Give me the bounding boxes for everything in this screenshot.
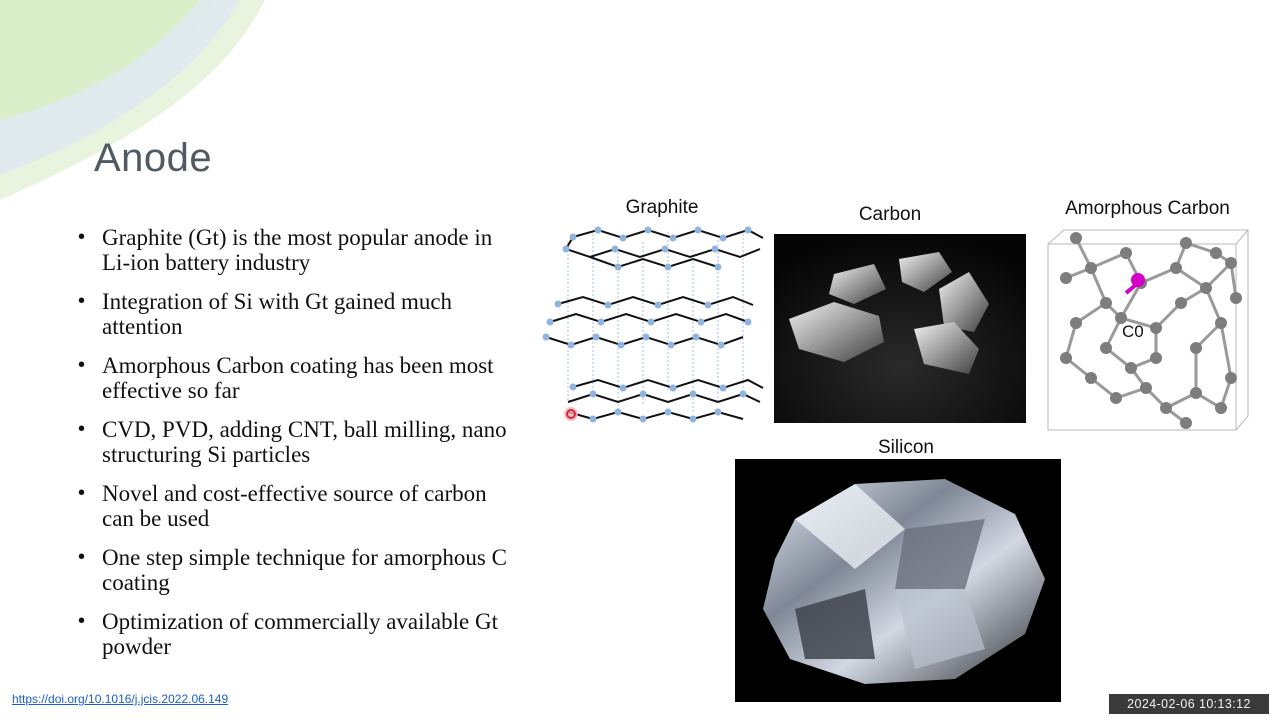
carbon-caption: Carbon: [858, 204, 922, 225]
bullet-item: One step simple technique for amorphous …: [70, 545, 510, 595]
carbon-photo: [774, 234, 1026, 423]
doi-reference-link[interactable]: https://doi.org/10.1016/j.jcis.2022.06.1…: [12, 692, 229, 706]
silicon-photo: [735, 459, 1061, 702]
bullet-item: Integration of Si with Gt gained much at…: [70, 289, 510, 339]
timestamp-overlay: 2024-02-06 10:13:12: [1109, 694, 1269, 714]
slide-title: Anode: [94, 136, 213, 180]
bullet-item: Graphite (Gt) is the most popular anode …: [70, 225, 510, 275]
graphite-caption: Graphite: [625, 197, 699, 218]
amorphous-atom-label: C0: [1122, 322, 1144, 341]
bullet-list: Graphite (Gt) is the most popular anode …: [70, 225, 510, 673]
amorphous-carbon-model: [1047, 229, 1249, 431]
pointer-icon: [564, 407, 578, 421]
bullet-item: CVD, PVD, adding CNT, ball milling, nano…: [70, 417, 510, 467]
highlighted-atom-icon: [1131, 273, 1145, 287]
graphite-lattice-image: [542, 226, 764, 423]
silicon-caption: Silicon: [878, 437, 934, 458]
bullet-item: Optimization of commercially available G…: [70, 609, 510, 659]
amorphous-carbon-caption: Amorphous Carbon: [1065, 198, 1230, 219]
bullet-item: Novel and cost-effective source of carbo…: [70, 481, 510, 531]
bullet-item: Amorphous Carbon coating has been most e…: [70, 353, 510, 403]
background-swoosh: [0, 0, 265, 200]
